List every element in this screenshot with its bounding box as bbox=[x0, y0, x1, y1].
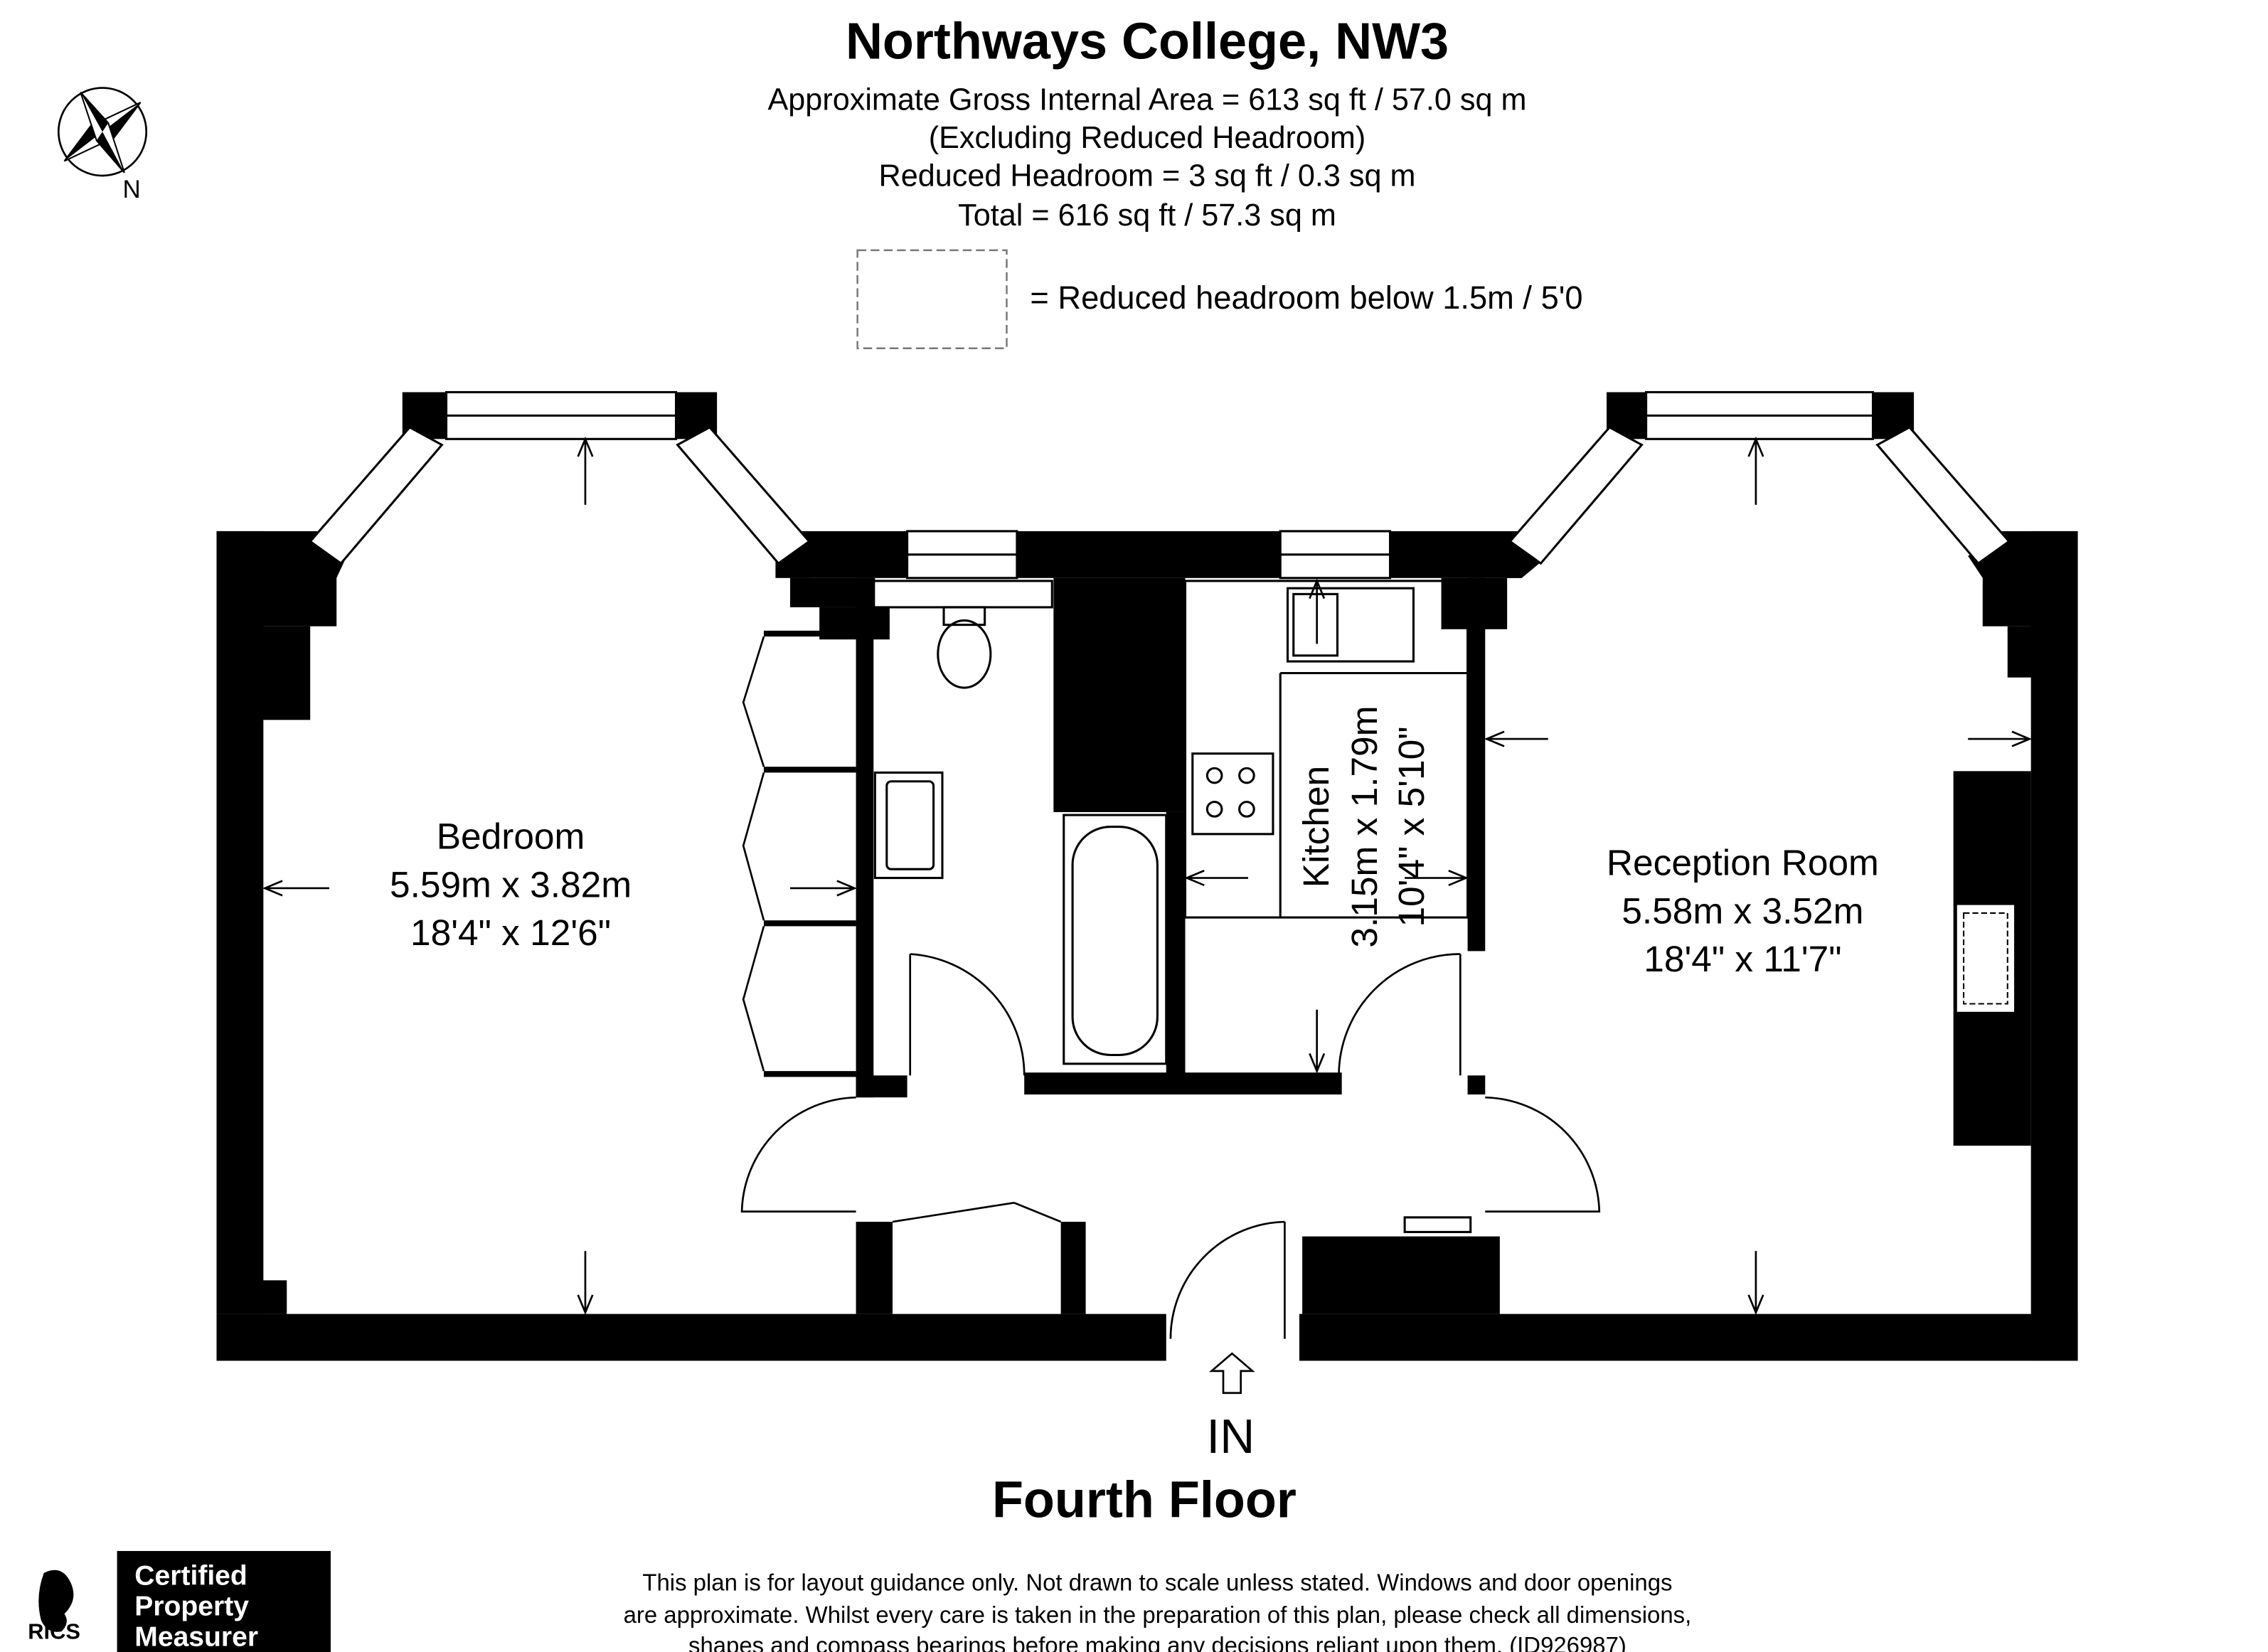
area-line: Total = 616 sq ft / 57.3 sq m bbox=[958, 198, 1336, 233]
disclaimer-line: shapes and compass bearings before makin… bbox=[688, 1632, 1627, 1652]
area-line: (Excluding Reduced Headroom) bbox=[929, 121, 1366, 155]
room-dimensions-metric: 5.59m x 3.82m bbox=[390, 863, 632, 905]
windows bbox=[308, 390, 2011, 580]
compass-icon bbox=[57, 87, 148, 177]
svg-text:Measurer: Measurer bbox=[134, 1622, 258, 1652]
bath-icon bbox=[1063, 814, 1168, 1065]
legend-text: = Reduced headroom below 1.5m / 5'0 bbox=[1030, 279, 1582, 316]
doors bbox=[740, 953, 1601, 1339]
walls bbox=[216, 392, 2078, 1361]
room-dimensions-imperial: 18'4" x 11'7" bbox=[1644, 938, 1841, 979]
room-kitchen: Kitchen 3.15m x 1.79m 10'4" x 5'10" bbox=[1295, 705, 1432, 947]
area-line: Reduced Headroom = 3 sq ft / 0.3 sq m bbox=[879, 159, 1416, 193]
sink-icon bbox=[1286, 587, 1415, 663]
toilet-icon bbox=[937, 619, 992, 689]
disclaimer-line: This plan is for layout guidance only. N… bbox=[642, 1570, 1672, 1596]
entrance-label: IN bbox=[1206, 1410, 1255, 1464]
basin-icon bbox=[873, 771, 944, 880]
room-dimensions-metric: 5.58m x 3.52m bbox=[1622, 890, 1863, 931]
reduced-headroom-legend-swatch bbox=[856, 249, 1008, 349]
plan-title: Northways College, NW3 bbox=[846, 13, 1449, 70]
rics-logo: RICS bbox=[28, 1570, 80, 1643]
room-dimensions-imperial: 18'4" x 12'6" bbox=[410, 912, 611, 953]
certified-property-measurer-badge: Certified Property Measurer bbox=[117, 1550, 331, 1652]
disclaimer-line: are approximate. Whilst every care is ta… bbox=[624, 1602, 1692, 1628]
entrance-arrow-icon bbox=[1208, 1352, 1255, 1395]
area-line: Approximate Gross Internal Area = 613 sq… bbox=[767, 82, 1526, 117]
room-reception: Reception Room 5.58m x 3.52m 18'4" x 11'… bbox=[1607, 841, 1879, 979]
floor-label: Fourth Floor bbox=[992, 1472, 1297, 1529]
dimension-arrows bbox=[262, 436, 2033, 1395]
svg-text:RICS: RICS bbox=[28, 1619, 80, 1643]
room-name: Reception Room bbox=[1607, 841, 1879, 883]
hob-icon bbox=[1191, 752, 1274, 836]
svg-text:Certified: Certified bbox=[134, 1560, 247, 1591]
svg-text:Property: Property bbox=[134, 1591, 249, 1621]
fixtures bbox=[872, 580, 1469, 1065]
room-bedroom: Bedroom 5.59m x 3.82m 18'4" x 12'6" bbox=[390, 815, 632, 953]
compass-north-label: N bbox=[123, 176, 141, 203]
room-dimensions-imperial: 10'4" x 5'10" bbox=[1390, 727, 1432, 927]
room-name: Bedroom bbox=[437, 815, 585, 856]
wardrobe bbox=[742, 630, 856, 1077]
room-dimensions-metric: 3.15m x 1.79m bbox=[1343, 705, 1385, 947]
room-name: Kitchen bbox=[1295, 766, 1336, 888]
